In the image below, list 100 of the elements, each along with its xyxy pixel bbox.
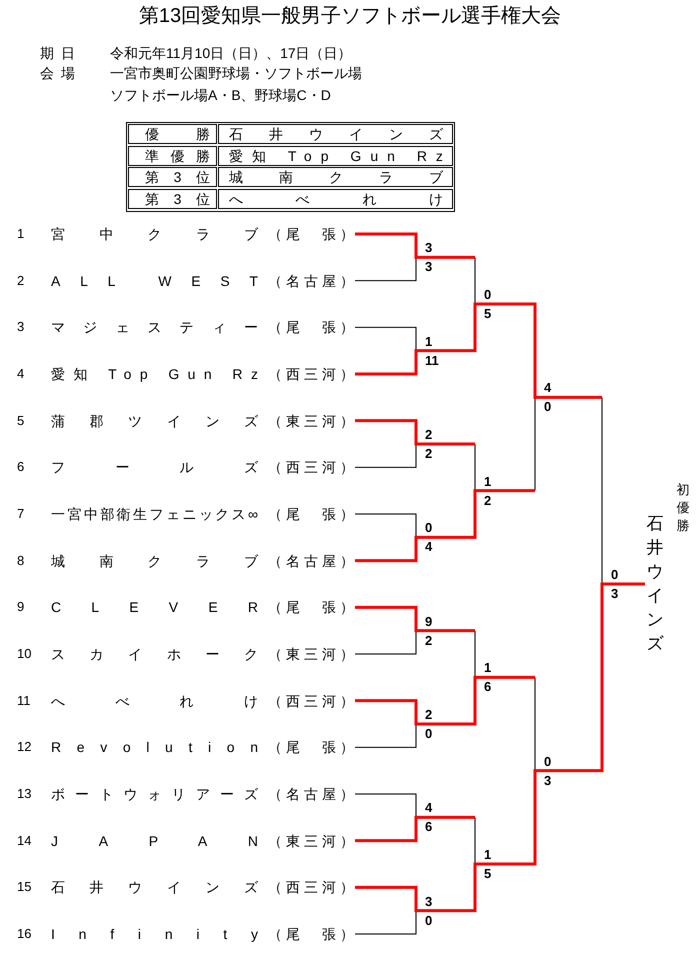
score-label: 0 [484,287,492,302]
region-label: （名古屋） [268,552,354,570]
score-label: 0 [544,754,552,769]
bracket-line [354,794,416,818]
bracket-line [354,444,416,468]
score-label: 0 [544,399,552,414]
team-name: Infinity [51,925,258,943]
team-name: へべれけ [51,692,258,710]
region-label: （尾 張） [268,738,354,756]
score-label: 0 [611,567,618,582]
team-name: スカイホーク [51,645,258,663]
team-name: CLEVER [51,598,258,616]
score-label: 9 [425,614,432,629]
score-label: 2 [484,492,492,508]
region-label: （名古屋） [268,272,354,290]
score-label: 2 [425,427,432,442]
info-label: 会場 [40,64,75,82]
region-label: （東三河） [268,832,354,850]
seed-number: 6 [17,458,24,476]
score-label: 3 [611,586,618,601]
region-label: （名古屋） [268,785,354,803]
bracket-line [354,724,416,748]
table-cell: 準優勝 [128,146,217,166]
score-label: 2 [425,707,432,722]
region-label: （東三河） [268,412,354,430]
bracket-line [355,582,645,912]
info-label: 期日 [40,44,75,62]
seed-number: 7 [17,505,24,523]
region-label: （西三河） [268,458,354,476]
seed-number: 16 [17,925,32,943]
seed-number: 11 [17,692,30,710]
bracket-line [355,419,475,446]
score-label: 5 [484,306,492,321]
seed-number: 1 [17,225,24,243]
seed-number: 15 [17,878,32,896]
table-cell: 優勝 [128,124,217,144]
score-label: 0 [425,726,432,741]
score-label: 1 [425,334,432,349]
table-cell: 愛知 Top Gun Rz [218,146,453,166]
bracket-line [354,910,416,934]
score-label: 6 [484,679,492,694]
bracket-line [355,489,535,562]
score-label: 2 [425,446,432,461]
region-label: （尾 張） [268,925,354,943]
seed-number: 3 [17,318,24,336]
seed-number: 14 [17,832,32,850]
info-text: 令和元年11月10日（日）、17日（日） [110,44,352,62]
table-cell: へべれけ [218,188,453,208]
score-label: 3 [425,894,432,909]
table-cell: 城南クラブ [218,167,453,187]
bracket-line [355,606,475,632]
bracket-line [354,256,416,282]
score-label: 4 [425,539,432,554]
score-label: 0 [425,912,432,928]
score-label: 3 [544,772,552,788]
bracket-line [355,302,602,399]
winner-name: 石井ウインズ [645,512,665,656]
score-label: 11 [425,352,439,368]
seed-number: 13 [17,785,32,803]
bracket-line [355,232,475,259]
score-label: 2 [425,632,432,648]
seed-number: 5 [17,412,24,430]
winner-caption: 初優勝 [676,481,690,535]
score-label: 6 [425,819,432,834]
team-name: フールズ [51,458,258,476]
team-name: ALL WEST [51,272,258,290]
info-text: 一宮市奥町公園野球場・ソフトボール場 [110,64,362,82]
team-name: JAPAN [51,832,258,850]
score-label: 5 [484,866,492,881]
score-label: 1 [484,847,492,862]
bracket-line [354,326,416,352]
title: 第13回愛知県一般男子ソフトボール選手権大会 [138,4,562,28]
team-name: 宮中クラブ [51,225,258,243]
bracket-line [355,676,535,726]
bracket-line [354,630,416,654]
table-cell: 第3位 [128,167,217,187]
seed-number: 2 [17,272,24,290]
seed-number: 12 [17,738,32,756]
score-label: 4 [544,380,552,396]
team-name: マジェスティー [51,318,258,336]
region-label: （西三河） [268,878,354,896]
region-label: （尾 張） [268,318,354,336]
score-label: 1 [484,660,492,676]
team-name: 一宮中部衛生フェニックス∞ [51,505,258,523]
score-label: 1 [484,474,492,489]
table-cell: 第3位 [128,188,217,208]
region-label: （西三河） [268,692,354,710]
bracket-line [355,816,475,842]
seed-number: 9 [17,598,24,616]
team-name: 城南クラブ [51,552,258,570]
region-label: （西三河） [268,365,354,383]
team-name: 愛知 Top Gun Rz [51,365,258,383]
seed-number: 10 [17,645,32,663]
region-label: （尾 張） [268,225,354,243]
region-label: （尾 張） [268,598,354,616]
region-label: （尾 張） [268,505,354,523]
score-label: 3 [425,240,432,256]
bracket-line [354,514,416,538]
info-text: ソフトボール場A・B、野球場C・D [110,86,331,104]
seed-number: 4 [17,365,24,383]
